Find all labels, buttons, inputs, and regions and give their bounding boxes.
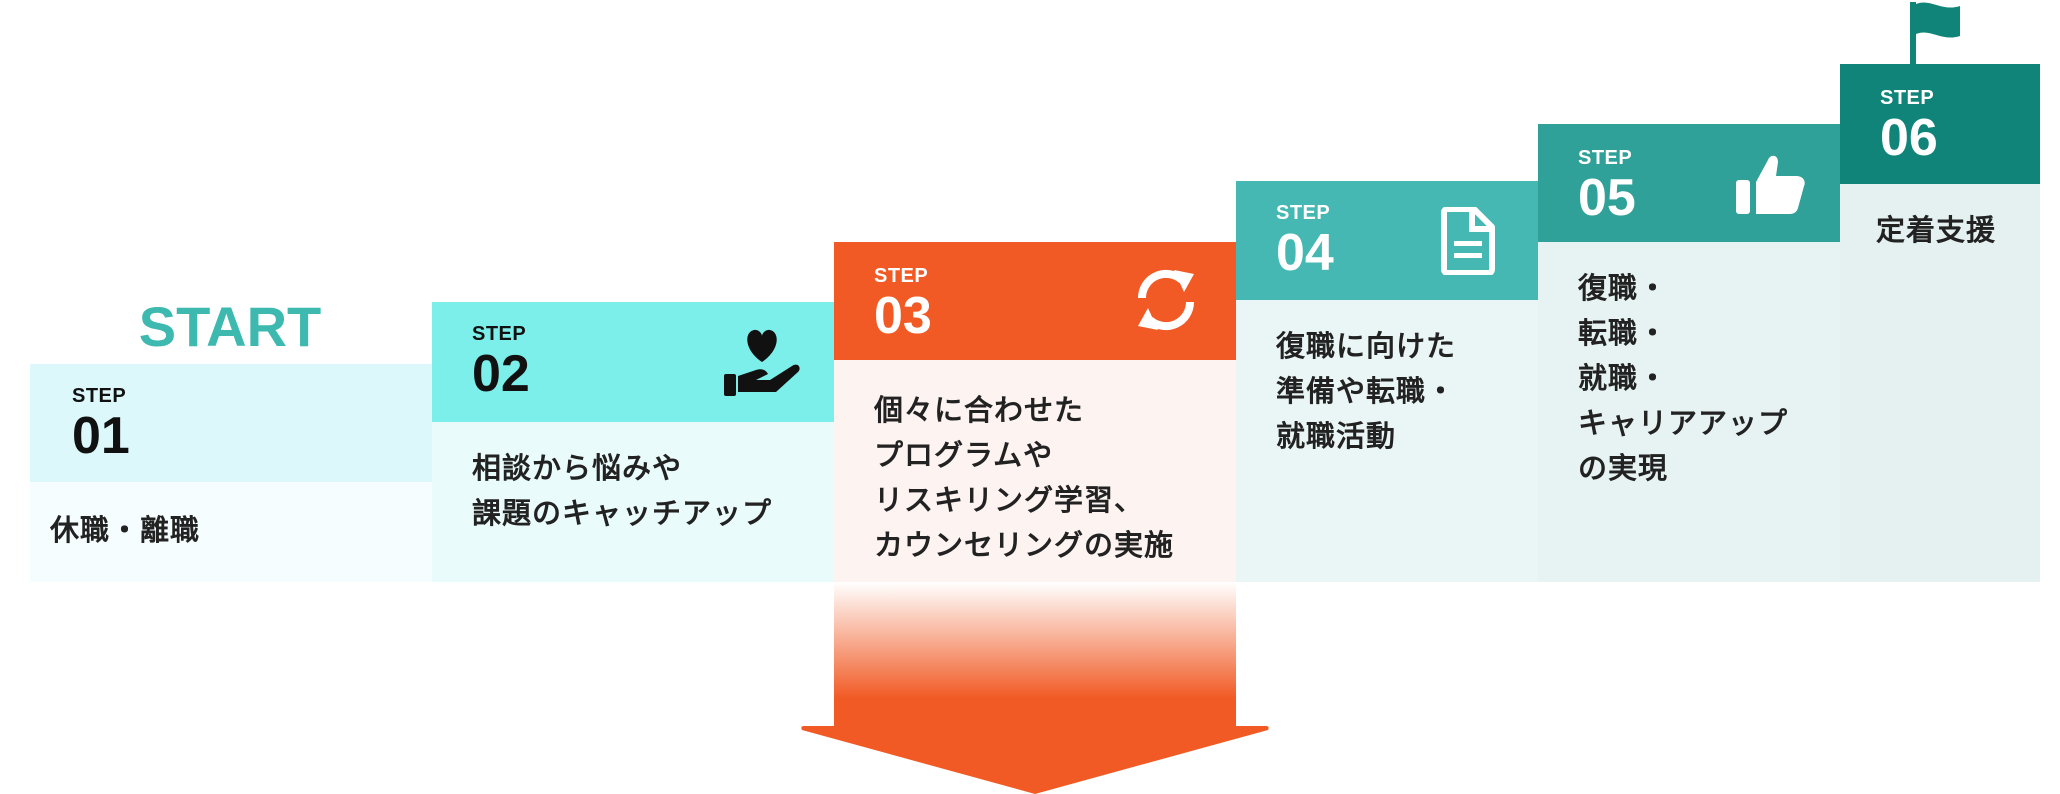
- document-icon: [1441, 207, 1495, 275]
- step-05-body: 復職・ 転職・ 就職・ キャリアアップ の実現: [1538, 240, 1840, 582]
- step-02-number: 02: [472, 345, 530, 403]
- step-05-word: STEP: [1578, 147, 1633, 169]
- step-03-number: 03: [874, 287, 932, 345]
- step-05-number: 05: [1578, 169, 1636, 227]
- step-01-text: 休職・離職: [50, 513, 201, 547]
- step-01-body: 休職・離職: [30, 478, 432, 582]
- heart-hand-icon: [724, 329, 800, 396]
- down-arrow: [801, 582, 1269, 794]
- step-04-body: 復職に向けた 準備や転職・ 就職活動: [1236, 298, 1538, 582]
- step-01-header: STEP 01: [30, 364, 432, 482]
- step-02-header: STEP 02: [432, 302, 834, 422]
- step-03-text: 個々に合わせた プログラムや リスキリング学習、 カウンセリングの実施: [874, 393, 1175, 562]
- step-01-word: STEP: [72, 385, 127, 407]
- step-03-header: STEP 03: [834, 242, 1236, 360]
- thumbs-up-icon: [1736, 155, 1805, 214]
- step-04-word: STEP: [1276, 202, 1331, 224]
- step-06-number: 06: [1880, 109, 1938, 167]
- step-01-number: 01: [72, 407, 130, 465]
- step-02-word: STEP: [472, 323, 527, 345]
- step-02-body: 相談から悩みや 課題のキャッチアップ: [432, 420, 834, 582]
- step-06-word: STEP: [1880, 87, 1935, 109]
- step-04-number: 04: [1276, 224, 1334, 282]
- step-04-text: 復職に向けた 準備や転職・ 就職活動: [1276, 329, 1457, 453]
- step-05-text: 復職・ 転職・ 就職・ キャリアアップ の実現: [1578, 271, 1789, 485]
- step-06-body: 定着支援: [1840, 182, 2040, 582]
- refresh-icon: [1137, 269, 1195, 331]
- step-05-header: STEP 05: [1538, 124, 1840, 242]
- step-03-body: 個々に合わせた プログラムや リスキリング学習、 カウンセリングの実施: [834, 358, 1236, 582]
- flag-icon: [1910, 2, 1960, 66]
- step-03-word: STEP: [874, 265, 929, 287]
- start-label: START: [138, 295, 322, 358]
- step-06-text: 定着支援: [1876, 213, 1997, 247]
- step-04-header: STEP 04: [1236, 181, 1538, 300]
- step-02-text: 相談から悩みや 課題のキャッチアップ: [472, 451, 773, 530]
- step-06-header: STEP 06: [1840, 64, 2040, 184]
